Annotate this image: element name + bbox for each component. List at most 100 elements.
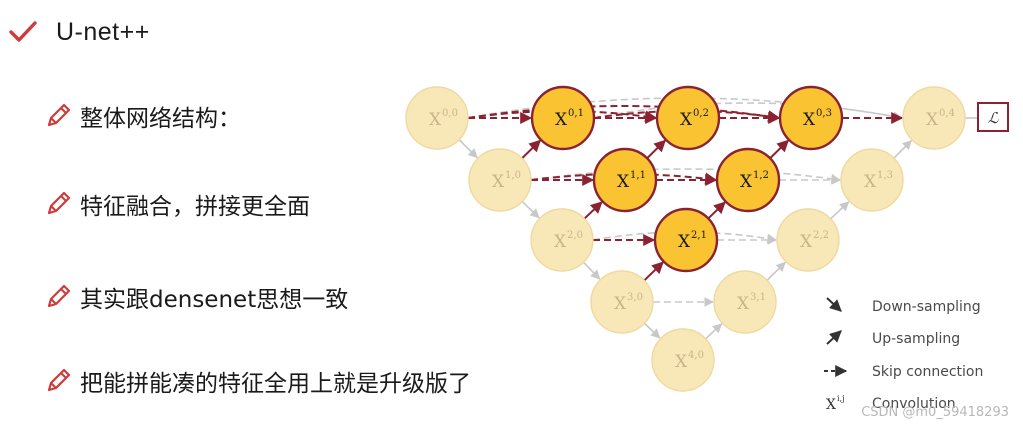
- heading-title: U-net++: [56, 17, 150, 46]
- node-superscript: 4,0: [688, 350, 704, 361]
- pencil-icon: [47, 103, 71, 127]
- up-arrow: [643, 261, 664, 282]
- bullet-text: 把能拼能凑的特征全用上就是升级版了: [80, 371, 471, 397]
- node-label: X: [614, 294, 627, 314]
- node-label: X: [926, 110, 939, 130]
- skip-arrow: [467, 105, 781, 123]
- convolution-symbol-sup: i,j: [837, 394, 845, 403]
- legend-label: Up-sampling: [872, 331, 960, 347]
- up-arrow: [646, 139, 667, 159]
- node-label: X: [864, 172, 877, 192]
- pencil-icon: [47, 191, 71, 215]
- up-arrow: [830, 201, 850, 220]
- node-superscript: 1,0: [505, 170, 521, 181]
- bullet-item: 整体网络结构：: [44, 99, 241, 133]
- node-circle: [468, 148, 532, 212]
- node-circle: [530, 85, 596, 151]
- node-superscript: 2,0: [567, 230, 583, 241]
- node-superscript: 1,2: [753, 170, 769, 181]
- node-circle: [778, 85, 844, 151]
- skip-arrow: [530, 168, 841, 184]
- up-arrow: [521, 139, 542, 159]
- skip-arrow: [593, 102, 903, 122]
- node-superscript: 1,3: [877, 170, 893, 181]
- node-circle: [405, 86, 469, 150]
- down-arrow: [582, 261, 601, 280]
- bullet-text: 整体网络结构：: [80, 106, 241, 132]
- check-icon: [9, 21, 37, 42]
- node-circle: [902, 86, 966, 150]
- node-circle: [715, 147, 781, 213]
- legend-label: Down-sampling: [872, 299, 981, 315]
- node-circle: [590, 270, 654, 334]
- node-superscript: 2,1: [691, 230, 707, 241]
- diagram-edges: [458, 97, 978, 340]
- node-label: X: [555, 110, 568, 130]
- node-circle: [651, 328, 715, 392]
- node-label: X: [429, 110, 442, 130]
- loss-box: ℒ: [977, 102, 1009, 132]
- node-superscript: 0,3: [816, 108, 832, 119]
- node-superscript: 0,2: [693, 108, 709, 119]
- up-arrow: [766, 261, 786, 281]
- convolution-symbol: X: [826, 397, 836, 413]
- node-label: X: [492, 172, 505, 192]
- legend-item-down: Down-sampling: [826, 297, 981, 315]
- loss-label: ℒ: [988, 109, 1000, 127]
- bullet-item: 其实跟densenet思想一致: [44, 280, 348, 314]
- down-arrow: [521, 200, 540, 219]
- watermark: CSDN @m0_59418293: [861, 405, 1009, 420]
- node-label: X: [803, 110, 816, 130]
- node-circle: [713, 270, 777, 334]
- up-arrow: [705, 323, 723, 340]
- node-label: X: [800, 232, 813, 252]
- node-label: X: [617, 172, 630, 192]
- node-circle: [653, 207, 719, 273]
- pencil-icon: [47, 284, 71, 308]
- node-circle: [655, 85, 721, 151]
- node-superscript: 3,0: [627, 292, 643, 303]
- up-sampling-icon: [826, 330, 842, 345]
- node-superscript: 0,4: [939, 108, 955, 119]
- node-label: X: [680, 110, 693, 130]
- node-circle: [530, 208, 594, 272]
- bullet-item: 特征融合，拼接更全面: [44, 187, 310, 221]
- bullet-text: 其实跟densenet思想一致: [80, 287, 349, 313]
- pencil-icon: [47, 368, 71, 392]
- down-sampling-icon: [826, 297, 842, 312]
- node-superscript: 0,1: [568, 108, 584, 119]
- down-arrow: [458, 139, 478, 159]
- legend-item-up: Up-sampling: [826, 330, 960, 347]
- node-label: X: [675, 352, 688, 372]
- up-arrow: [769, 139, 790, 159]
- node-circle: [776, 208, 840, 272]
- legend-label: Skip connection: [872, 364, 983, 380]
- node-superscript: 0,0: [442, 108, 458, 119]
- node-superscript: 3,1: [750, 292, 766, 303]
- legend-label: Convolution: [872, 396, 956, 412]
- node-circle: [592, 147, 658, 213]
- skip-arrow: [467, 97, 903, 122]
- up-arrow: [583, 201, 603, 220]
- bullet-item: 把能拼能凑的特征全用上就是升级版了: [44, 364, 471, 398]
- node-circle: [840, 148, 904, 212]
- node-superscript: 1,1: [630, 170, 646, 181]
